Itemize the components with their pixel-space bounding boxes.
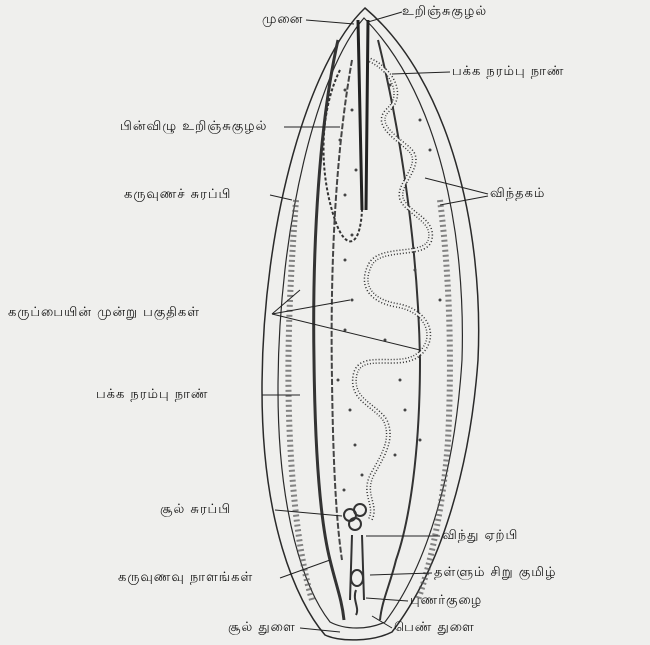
label-female-pore: சூல் துளை	[228, 620, 296, 636]
label-sperm-duct: விந்து ஏற்பி	[442, 528, 518, 544]
genital-bulb	[351, 570, 363, 586]
label-posterior-sucker: பின்விழு உறிஞ்சுகுழல்	[120, 119, 267, 135]
label-testis: விந்தகம்	[490, 186, 545, 202]
label-vitelline-ducts: கருவுணவு நாளங்கள்	[118, 570, 253, 586]
label-mouth-sucker: உறிஞ்சுகுழல்	[402, 4, 487, 20]
label-mouth: முனை	[262, 12, 303, 28]
label-lateral-nerve-mid: பக்க நரம்பு நாண்	[96, 387, 208, 403]
vitelline-left	[288, 200, 312, 600]
label-lateral-nerve-top: பக்க நரம்பு நாண்	[452, 64, 564, 80]
label-male-pore: பெண் துளை	[394, 620, 475, 636]
shell-gland-cluster	[344, 504, 366, 530]
label-genital-cavity: புணர்குழை	[410, 593, 482, 609]
body-outer-outline	[262, 8, 479, 640]
pharynx-column	[358, 20, 368, 210]
lateral-canal-left-2	[332, 60, 352, 560]
label-vitelline-gland: கருவுணச் சுரப்பி	[124, 187, 231, 203]
label-shell-gland: சூல் சுரப்பி	[160, 502, 231, 518]
label-uterus-parts: கருப்பையின் முன்று பகுதிகள்	[8, 305, 200, 321]
label-cirrus-sac: தள்ளும் சிறு குமிழ்	[434, 565, 556, 581]
